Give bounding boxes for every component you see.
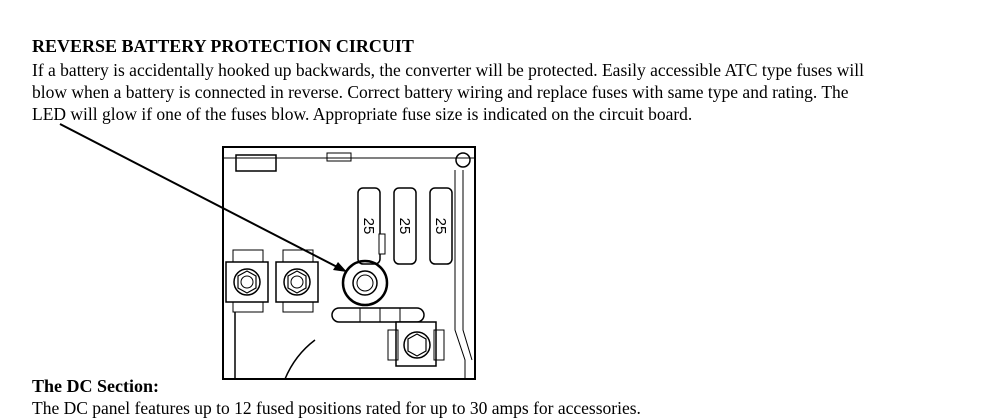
mounting-hole <box>455 152 471 168</box>
circuit-board-diagram: 25 25 25 <box>59 123 476 380</box>
bus-bar <box>331 307 425 323</box>
section-heading-reverse-battery: REVERSE BATTERY PROTECTION CIRCUIT <box>32 36 414 56</box>
terminal-bottom <box>387 321 445 367</box>
resistor <box>378 233 386 255</box>
dc-section-paragraph: The DC panel features up to 12 fused pos… <box>32 398 641 418</box>
fuse-rating-label: 25 <box>360 218 377 235</box>
paragraph-line: If a battery is accidentally hooked up b… <box>32 60 864 80</box>
paragraph-line: LED will glow if one of the fuses blow. … <box>32 104 693 124</box>
top-connector-left <box>235 154 277 172</box>
pointer-arrow-line <box>59 123 344 271</box>
board-side-rail-inner <box>462 170 473 361</box>
paragraph-line: blow when a battery is connected in reve… <box>32 82 849 102</box>
fuse-3 <box>429 187 453 265</box>
top-connector-right <box>326 152 352 162</box>
terminal-middle <box>275 249 319 313</box>
terminal-left <box>225 249 269 313</box>
section-heading-dc: The DC Section: <box>32 376 159 396</box>
board-side-rail <box>454 170 466 379</box>
board-bracket <box>234 312 316 380</box>
fuse-rating-label: 25 <box>396 218 413 235</box>
reverse-battery-paragraph: If a battery is accidentally hooked up b… <box>32 59 972 125</box>
fuse-rating-label: 25 <box>432 218 449 235</box>
arrow-head <box>333 262 347 272</box>
board-outline <box>222 146 476 380</box>
fuse-1 <box>357 187 381 265</box>
fuse-2 <box>393 187 417 265</box>
led-indicator <box>341 259 389 307</box>
